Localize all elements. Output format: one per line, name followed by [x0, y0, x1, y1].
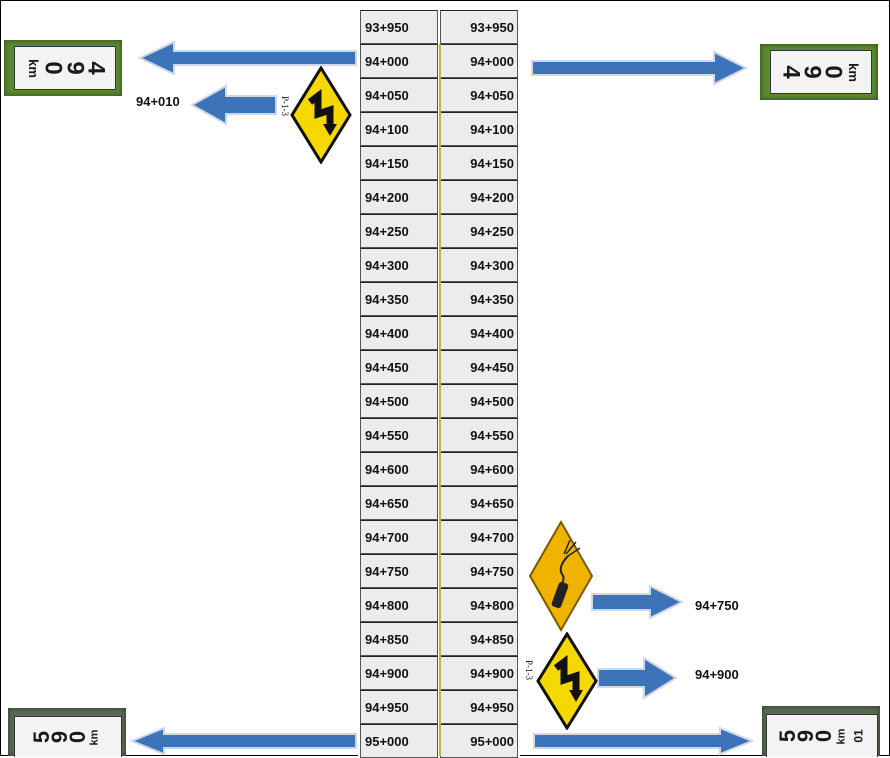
station-cell-right: 94+100 [440, 112, 518, 146]
station-cell-left: 94+400 [360, 316, 438, 350]
arrow-left-94-010 [188, 84, 278, 126]
station-cell-left: 94+050 [360, 78, 438, 112]
station-cell-left: 94+000 [360, 44, 438, 78]
station-cell-right: 94+150 [440, 146, 518, 180]
station-cell-right: 94+000 [440, 44, 518, 78]
station-cell-right: 94+900 [440, 656, 518, 690]
station-cell-right: 94+800 [440, 588, 518, 622]
station-cell-left: 94+650 [360, 486, 438, 520]
station-cell-left: 94+250 [360, 214, 438, 248]
km-post-extra-number: 01 [852, 729, 864, 742]
arrow-right-km95 [532, 726, 754, 756]
km-digit: 4 [84, 61, 108, 74]
km-94-post-right: 4 9 0 km [760, 44, 878, 100]
road-centerline [439, 44, 441, 756]
station-cell-right: 94+200 [440, 180, 518, 214]
km-digit: 0 [821, 65, 845, 78]
station-cell-left: 94+950 [360, 690, 438, 724]
station-cell-right: 94+600 [440, 452, 518, 486]
km-95-post-right: 5 9 0 km 01 [762, 706, 880, 756]
station-cell-right: 94+550 [440, 418, 518, 452]
station-cell-left: 94+100 [360, 112, 438, 146]
sign-code-top: P-1-3 [280, 96, 290, 116]
station-cell-left: 93+950 [360, 10, 438, 44]
sign-code-bottom: P-1-3 [524, 660, 534, 680]
station-cell-left: 95+000 [360, 724, 438, 758]
station-cell-left: 94+300 [360, 248, 438, 282]
arrow-right-km94 [530, 50, 750, 86]
station-cell-right: 94+950 [440, 690, 518, 724]
station-cell-left: 94+750 [360, 554, 438, 588]
station-cell-right: 94+300 [440, 248, 518, 282]
station-cell-left: 94+150 [360, 146, 438, 180]
station-cell-left: 94+600 [360, 452, 438, 486]
station-label-94-750: 94+750 [695, 598, 739, 613]
station-cell-right: 94+050 [440, 78, 518, 112]
station-cell-left: 94+200 [360, 180, 438, 214]
km-unit-label: km [90, 729, 101, 745]
station-cell-right: 94+450 [440, 350, 518, 384]
reverse-curve-warning-sign-top [290, 66, 352, 164]
km-unit-label: km [847, 63, 860, 82]
station-cell-left: 94+450 [360, 350, 438, 384]
station-cell-left: 94+800 [360, 588, 438, 622]
station-label-94-010: 94+010 [136, 94, 180, 109]
km-digit: 0 [67, 731, 89, 743]
slippery-road-warning-sign [528, 520, 594, 632]
station-cell-right: 93+950 [440, 10, 518, 44]
station-cell-right: 94+700 [440, 520, 518, 554]
station-cell-right: 94+400 [440, 316, 518, 350]
km-unit-label: km [26, 59, 39, 78]
km-unit-label: km [836, 728, 847, 744]
station-label-94-900: 94+900 [695, 667, 739, 682]
arrow-left-km95 [128, 726, 358, 756]
station-cell-right: 95+000 [440, 724, 518, 758]
station-cell-right: 94+850 [440, 622, 518, 656]
station-cell-right: 94+750 [440, 554, 518, 588]
arrow-right-94-750 [590, 584, 686, 620]
km-94-post-left: km 0 9 4 [4, 40, 122, 96]
station-cell-right: 94+650 [440, 486, 518, 520]
station-cell-left: 94+850 [360, 622, 438, 656]
station-cell-left: 94+900 [360, 656, 438, 690]
km-95-post-left: 5 9 0 km [8, 708, 126, 756]
reverse-curve-warning-sign-bottom [536, 632, 598, 730]
station-cell-left: 94+350 [360, 282, 438, 316]
station-cell-right: 94+250 [440, 214, 518, 248]
station-cell-left: 94+500 [360, 384, 438, 418]
arrow-right-94-900 [596, 656, 680, 700]
station-cell-right: 94+500 [440, 384, 518, 418]
station-cell-right: 94+350 [440, 282, 518, 316]
km-digit: 0 [814, 730, 836, 742]
station-cell-left: 94+550 [360, 418, 438, 452]
station-cell-left: 94+700 [360, 520, 438, 554]
